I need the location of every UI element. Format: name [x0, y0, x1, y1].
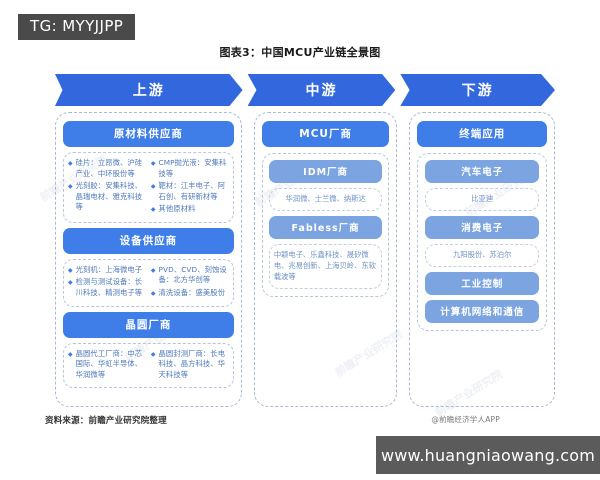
panel-header-raw-materials[interactable]: 原材料供应商	[63, 121, 234, 147]
arrow-upstream-label: 上游	[132, 83, 165, 99]
diamond-bullet-icon: ◆	[68, 160, 73, 167]
diamond-bullet-icon: ◆	[68, 266, 73, 274]
group-body-fabless: 中颖电子、乐鑫科技、晟矽微电、兆易创新、上海贝岭、东软载波等	[268, 243, 383, 289]
diamond-bullet-icon: ◆	[68, 350, 73, 358]
list-item: ◆ CMP抛光液：安集科技等	[150, 158, 227, 178]
group-body-idm: 华润微、士兰微、纳斯达	[268, 188, 383, 211]
list-item: ◆ 光刻胶：安集科技、晶瑞电材、雅克科技等	[68, 181, 143, 212]
arrow-downstream[interactable]: 下游	[400, 74, 555, 106]
list-item: ◆ 清洗设备：盛美股份	[150, 288, 226, 298]
value-chain-arrows: 上游 中游 下游	[55, 74, 555, 106]
arrow-midstream-label: 中游	[305, 83, 338, 99]
list-item: ◆ 光刻机：上海微电子	[68, 264, 143, 274]
diamond-bullet-icon: ◆	[68, 183, 73, 191]
list-item: ◆ 硅片：立昂微、沪硅产业、中环股份等	[68, 158, 143, 178]
panel-body-equipment: ◆ 光刻机：上海微电子 ◆ 检测与测试设备：长川科技、精测电子等 ◆ PVD、C…	[63, 258, 234, 307]
arrow-downstream-label: 下游	[461, 83, 494, 99]
panel-body-raw-materials: ◆ 硅片：立昂微、沪硅产业、中环股份等 ◆ 光刻胶：安集科技、晶瑞电材、雅克科技…	[63, 152, 234, 223]
column-midstream: MCU厂商 IDM厂商 华润微、士兰微、纳斯达 Fabless厂商 中颖电子、乐…	[253, 112, 398, 407]
list-item: ◆ 其他原材料	[150, 204, 196, 214]
diamond-bullet-icon: ◆	[150, 350, 156, 358]
diamond-bullet-icon: ◆	[150, 206, 156, 214]
page-title: 图表3：中国MCU产业链全景图	[219, 46, 381, 59]
app-credit: @前瞻经济学人APP	[431, 415, 500, 424]
tg-badge: TG: MYYJJPP	[18, 14, 136, 40]
panel-header-mcu-vendors[interactable]: MCU厂商	[261, 121, 390, 147]
value-chain-columns: 原材料供应商 ◆ 硅片：立昂微、沪硅产业、中环股份等 ◆ 光刻胶：安集科技、晶瑞…	[55, 112, 555, 407]
diamond-bullet-icon: ◆	[150, 160, 156, 167]
column-downstream: 终端应用 汽车电子 比亚迪 消费电子 九阳股份、苏泊尔 工业控制 计算机网络和通…	[409, 112, 555, 407]
group-body-automotive: 比亚迪	[425, 188, 539, 211]
group-header-industrial[interactable]: 工业控制	[425, 271, 539, 295]
diamond-bullet-icon: ◆	[68, 279, 73, 287]
column-upstream: 原材料供应商 ◆ 硅片：立昂微、沪硅产业、中环股份等 ◆ 光刻胶：安集科技、晶瑞…	[55, 112, 242, 407]
panel-body-wafer: ◆ 晶圆代工厂商：中芯国际、华虹半导体、华润微等 ◆ 晶圆封测厂商：长电科技、晶…	[63, 342, 234, 389]
group-header-automotive[interactable]: 汽车电子	[425, 160, 539, 183]
panel-body-mcu-vendors: IDM厂商 华润微、士兰微、纳斯达 Fabless厂商 中颖电子、乐鑫科技、晟矽…	[261, 153, 390, 297]
list-item: ◆ PVD、CVD、刻蚀设备：北方华创等	[150, 264, 227, 285]
list-item: ◆ 晶圆代工厂商：中芯国际、华虹半导体、华润微等	[68, 348, 143, 379]
list-item: ◆ 靶材：江丰电子、阿石创、有研新材等	[150, 181, 226, 201]
source-note: 资料来源：前瞻产业研究院整理	[45, 416, 167, 426]
group-header-consumer[interactable]: 消费电子	[425, 215, 539, 239]
panel-header-equipment[interactable]: 设备供应商	[63, 227, 234, 254]
diamond-bullet-icon: ◆	[150, 183, 156, 191]
group-header-computer-network[interactable]: 计算机网络和通信	[425, 299, 539, 323]
panel-body-end-applications: 汽车电子 比亚迪 消费电子 九阳股份、苏泊尔 工业控制 计算机网络和通信	[417, 153, 547, 331]
group-header-idm[interactable]: IDM厂商	[268, 160, 383, 183]
group-body-consumer: 九阳股份、苏泊尔	[425, 243, 539, 267]
arrow-midstream[interactable]: 中游	[247, 74, 396, 106]
group-header-fabless[interactable]: Fabless厂商	[268, 215, 383, 239]
panel-header-wafer[interactable]: 晶圆厂商	[63, 311, 234, 338]
list-item: ◆ 晶圆封测厂商：长电科技、晶方科技、华天科技等	[150, 348, 226, 379]
list-item: ◆ 检测与测试设备：长川科技、精测电子等	[68, 277, 143, 298]
arrow-upstream[interactable]: 上游	[55, 74, 243, 106]
panel-header-end-applications[interactable]: 终端应用	[417, 121, 547, 147]
diamond-bullet-icon: ◆	[150, 266, 156, 274]
diamond-bullet-icon: ◆	[150, 290, 156, 298]
site-watermark-bar: www.huangniaowang.com	[376, 436, 600, 474]
